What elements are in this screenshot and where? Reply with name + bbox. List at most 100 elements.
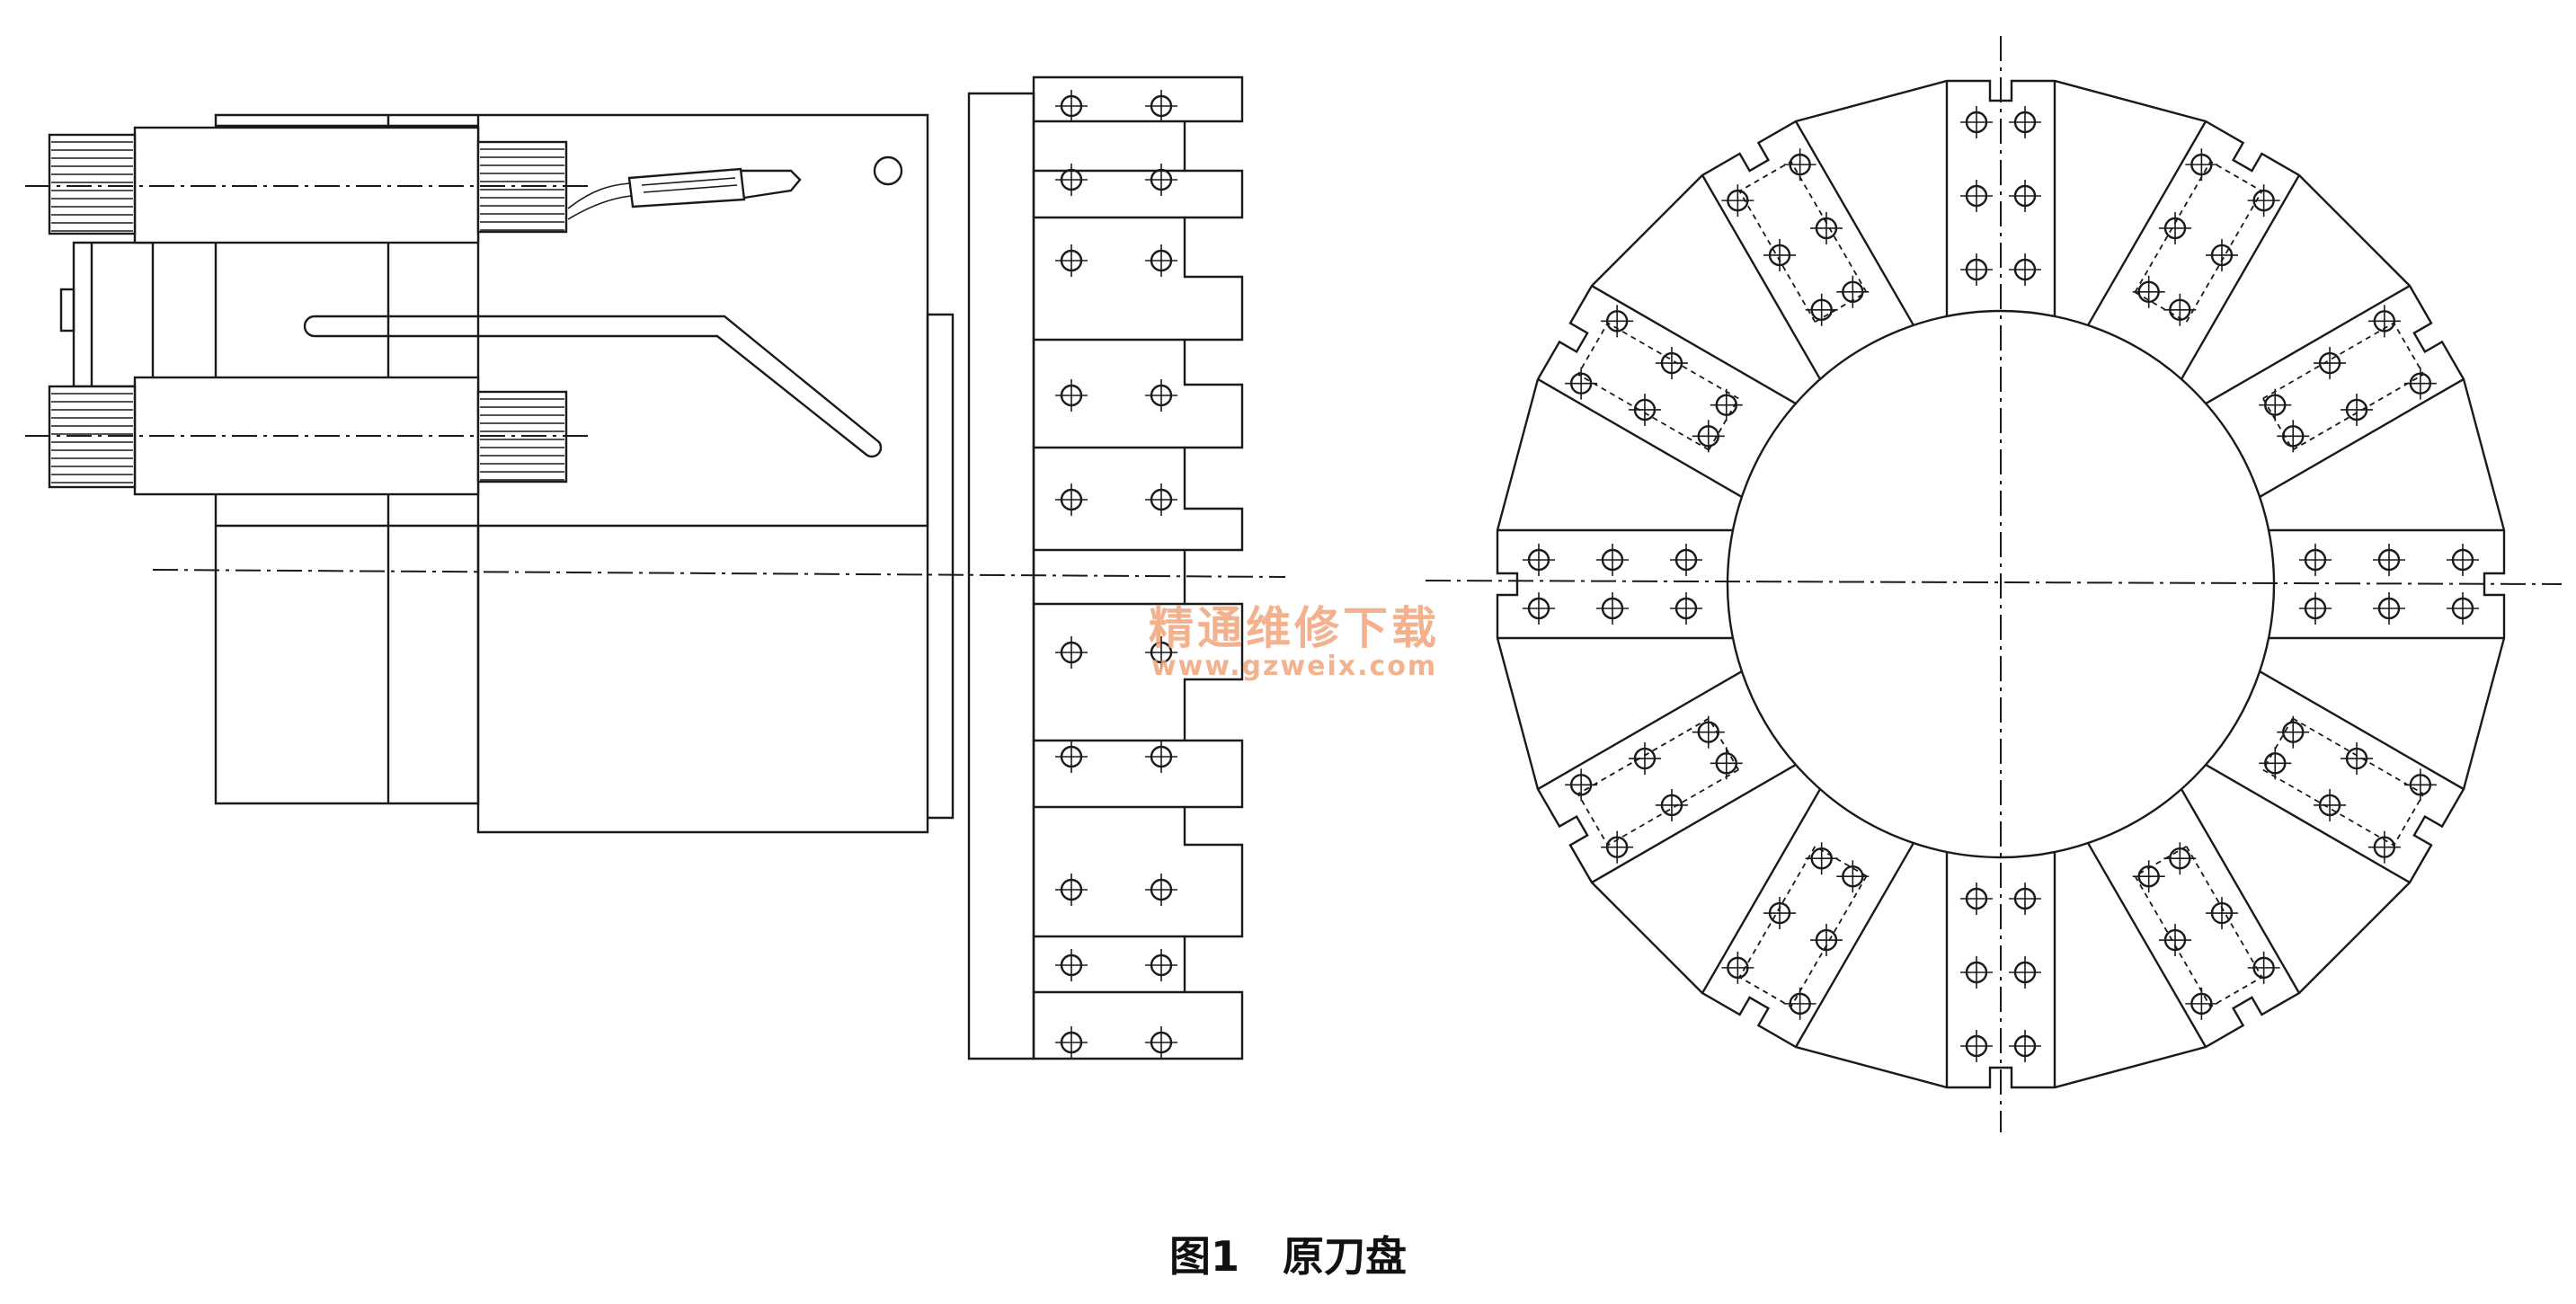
bolt-hole-symbol <box>1960 180 1993 212</box>
bolt-hole-symbol <box>2009 1030 2041 1062</box>
bolt-hole-symbol <box>1670 544 1702 576</box>
bolt-hole-symbol <box>1145 90 1177 122</box>
bolt-hole-symbol <box>2367 830 2401 864</box>
bolt-hole-symbol <box>1721 184 1754 217</box>
bolt-hole-symbol <box>2373 544 2405 576</box>
bolt-hole-symbol <box>1055 483 1088 516</box>
station-edge <box>1537 663 1754 791</box>
bolt-hole-symbol <box>1809 211 1843 244</box>
bolt-hole-symbol <box>1596 592 1629 625</box>
centerline-spindle <box>152 569 1286 578</box>
bolt-hole-symbol <box>2132 860 2165 893</box>
bolt-hole-symbol <box>1055 636 1088 669</box>
bolt-hole-symbol <box>1655 788 1688 821</box>
bolt-hole-symbol <box>1836 275 1870 308</box>
bolt-hole-symbol <box>1721 951 1754 984</box>
bolt-hole-symbol <box>2159 924 2192 957</box>
bolt-hole-symbol <box>1692 715 1725 749</box>
station-edge <box>2173 174 2301 391</box>
cable-upper <box>567 182 630 209</box>
bolt-hole-symbol <box>2205 897 2238 930</box>
bolt-hole-symbol <box>2373 592 2405 625</box>
bolt-hole-symbol <box>2341 393 2374 426</box>
watermark-url: www.gzweix.com <box>1150 651 1438 682</box>
bolt-hole-symbol <box>2132 275 2165 308</box>
bolt-hole-symbol <box>1783 987 1817 1020</box>
bolt-hole-symbol <box>1628 742 1661 776</box>
tool-station <box>1497 528 1745 640</box>
station-edge <box>2248 377 2465 505</box>
bolt-hole-symbol <box>1145 164 1177 196</box>
bolt-hole-symbol <box>1055 949 1088 981</box>
tool-station <box>2194 663 2465 884</box>
bolt-hole-symbol <box>1145 636 1177 669</box>
station-edge <box>1537 377 1754 505</box>
cable-connector <box>627 167 746 208</box>
station-edge <box>1701 777 1828 994</box>
bolt-hole-symbol <box>2009 883 2041 915</box>
bolt-hole-symbol <box>2277 420 2310 453</box>
bolt-hole-symbol <box>1145 949 1177 981</box>
bolt-hole-symbol <box>2205 238 2238 271</box>
bolt-hole-symbol <box>1692 420 1725 453</box>
bolt-hole-symbol <box>2447 592 2479 625</box>
station-edge <box>2194 757 2411 884</box>
bolt-hole-symbol <box>1783 148 1817 182</box>
bolt-hole-symbol <box>1145 244 1177 277</box>
bolt-hole-symbol <box>1805 293 1838 326</box>
bolt-hole-symbol <box>1960 883 1993 915</box>
tool-station <box>1945 839 2056 1087</box>
station-edge <box>1591 757 1808 884</box>
bolt-hole-symbol <box>1601 305 1634 338</box>
left-frame <box>72 241 155 388</box>
bolt-hole-symbol <box>1523 592 1555 625</box>
watermark-chinese: 精通维修下载 <box>1149 601 1440 654</box>
bolt-hole-symbol <box>2314 347 2347 380</box>
bolt-hole-symbol <box>2259 747 2292 780</box>
tool-station <box>2080 120 2301 391</box>
bolt-hole-symbol <box>2163 842 2197 875</box>
bolt-hole-symbol <box>1145 741 1177 773</box>
bolt-hole-symbol <box>2277 715 2310 749</box>
station-edge <box>2194 284 2411 412</box>
station-edge <box>1794 120 1922 337</box>
station-edge <box>1794 831 1922 1048</box>
bolt-hole-symbol <box>1710 388 1743 421</box>
bolt-hole-symbol <box>1960 956 1993 989</box>
bolt-hole-symbol <box>1565 367 1598 400</box>
bolt-hole-symbol <box>1145 379 1177 412</box>
bolt-hole-symbol <box>2403 768 2437 802</box>
cable-tip <box>741 169 802 200</box>
front-view <box>1425 36 2563 1132</box>
bolt-hole-symbol <box>2009 106 2041 138</box>
tool-station <box>1945 81 2056 329</box>
caption-number: 图1 <box>1168 1232 1239 1281</box>
station-edge <box>1591 284 1808 412</box>
bolt-hole-symbol <box>1805 842 1838 875</box>
bolt-hole-symbol <box>1670 592 1702 625</box>
bolt-hole-symbol <box>2247 951 2280 984</box>
cable-lower <box>567 195 632 220</box>
bolt-hole-symbol <box>1055 1026 1088 1059</box>
bent-slot <box>303 315 883 458</box>
bolt-hole-symbol <box>2299 544 2332 576</box>
bolt-hole-symbol <box>2447 544 2479 576</box>
tool-disc-profile <box>1032 75 1244 1060</box>
bolt-hole-symbol <box>1055 90 1088 122</box>
bolt-hole-symbol <box>1055 164 1088 196</box>
bolt-hole-symbol <box>1145 1026 1177 1059</box>
bolt-hole-symbol <box>2367 305 2401 338</box>
tool-station <box>1537 284 1808 505</box>
centerline-horizontal <box>1425 580 2563 585</box>
station-edge <box>2080 120 2207 337</box>
bolt-hole-symbol <box>2009 253 2041 286</box>
bolt-hole-symbol <box>1596 544 1629 576</box>
bolt-hole-symbol <box>1655 347 1688 380</box>
housing-front-block <box>476 115 955 834</box>
bolt-hole-symbol <box>1809 924 1843 957</box>
bolt-hole-symbol <box>2403 367 2437 400</box>
bolt-hole-symbol <box>1628 393 1661 426</box>
bolt-hole-symbol <box>1055 741 1088 773</box>
side-view <box>25 75 1286 1060</box>
bolt-hole-symbol <box>2314 788 2347 821</box>
